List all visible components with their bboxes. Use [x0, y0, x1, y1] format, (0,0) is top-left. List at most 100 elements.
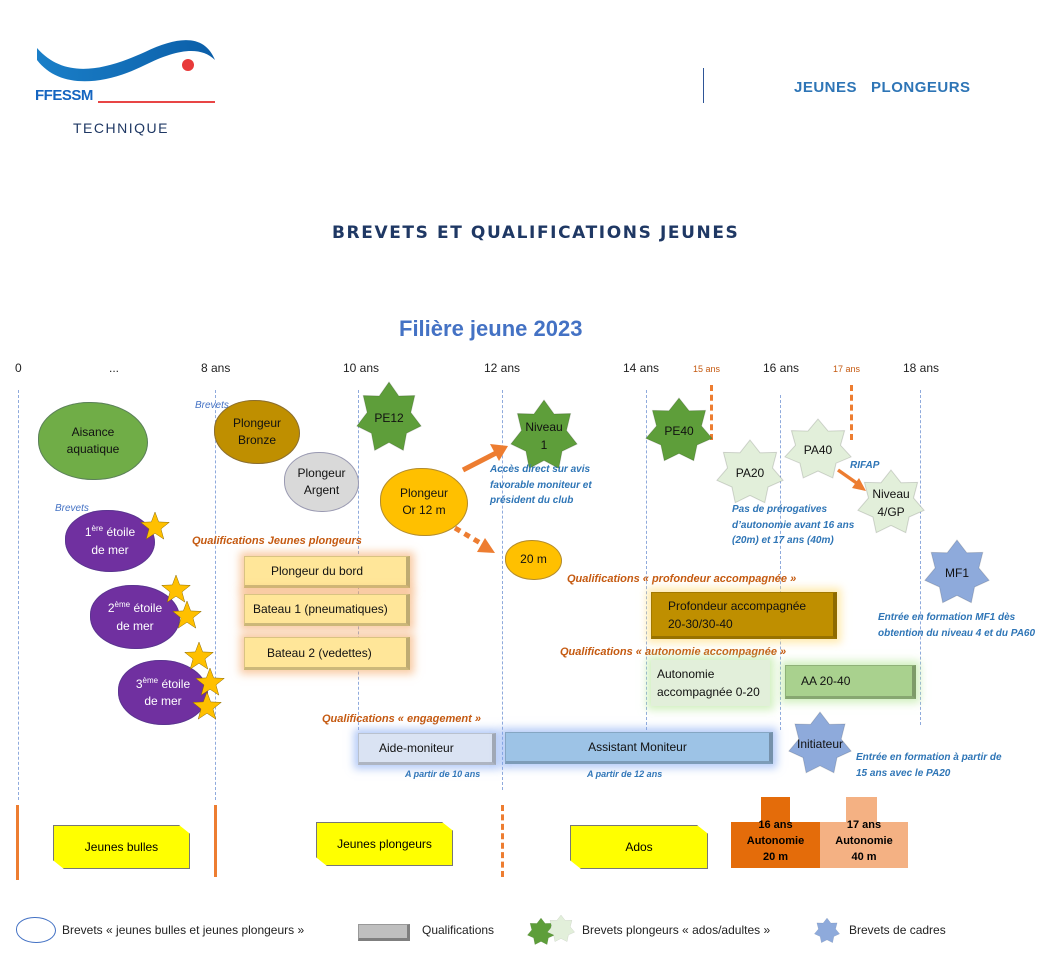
star-label: PA20 [735, 466, 765, 480]
note-rifap: RIFAP [850, 460, 880, 471]
tick-17: 17 ans [833, 364, 861, 374]
star-shape [645, 397, 713, 462]
box-assistant-moniteur: Assistant Moniteur [505, 732, 773, 764]
cloud-aisance-aquatique: Aisance aquatique [38, 402, 148, 480]
gold-star-icon [192, 691, 222, 722]
note-a-partir-10: A partir de 10 ans [405, 769, 481, 779]
star-label: Initiateur [796, 737, 844, 751]
phase-autonomie-17-label: 17 ans Autonomie 40 m [835, 819, 893, 863]
cloud-label: Plongeur Or 12 m [399, 485, 449, 517]
star-shape [192, 691, 222, 720]
arrow-or-to-niveau1 [461, 444, 508, 473]
legend-lightgreen-star-icon [547, 914, 575, 943]
box-aide-moniteur: Aide-moniteur [358, 733, 496, 765]
star-shape [547, 914, 575, 942]
star-shape [510, 399, 578, 470]
legend-ados: Brevets plongeurs « ados/adultes » [582, 923, 771, 937]
age-15-marker [710, 385, 713, 440]
gridline [646, 390, 647, 730]
box-bateau-1: Bateau 1 (pneumatiques) [244, 594, 410, 626]
brevets-label: Brevets [55, 503, 89, 514]
star-shape [814, 917, 840, 943]
star-shape [784, 418, 852, 479]
star-pe12: PE12 [356, 381, 422, 454]
gridline [18, 390, 19, 800]
tick-8: 8 ans [201, 361, 231, 375]
star-niveau-1: Niveau 1 [510, 399, 578, 472]
phase-jeunes-plongeurs: Jeunes plongeurs [316, 822, 453, 866]
box-profondeur-accompagnee: Profondeur accompagnée 20-30/30-40 [651, 592, 837, 639]
cloud-plongeur-bronze: Plongeur Bronze [214, 400, 300, 464]
star-shape [356, 381, 422, 452]
ffessm-logo: FFESSM TECHNIQUE [35, 30, 220, 140]
tick-15: 15 ans [693, 364, 721, 374]
star-label: PE40 [664, 424, 694, 438]
star-shape [184, 641, 214, 670]
phase-label: Jeunes bulles [84, 840, 159, 854]
phase-jeunes-bulles: Jeunes bulles [53, 825, 190, 869]
phase-divider [214, 805, 217, 877]
tick-dots: ... [109, 361, 120, 375]
star-pa20: PA20 [716, 439, 784, 506]
section-title: JEUNES PLONGEURS [794, 79, 971, 96]
tick-18: 18 ans [903, 361, 940, 375]
star-shape [716, 439, 784, 504]
age-17-marker [850, 385, 853, 440]
header-divider [703, 68, 704, 103]
tick-12: 12 ans [484, 361, 521, 375]
star-niveau-4-gp: Niveau 4/GP [857, 469, 925, 536]
page-title: BREVETS ET QUALIFICATIONS JEUNES [332, 223, 740, 243]
note-initiateur: Entrée en formation à partir de 15 ans a… [856, 752, 1002, 779]
legend-cloud-icon [16, 917, 56, 943]
star-pa40: PA40 [784, 418, 852, 481]
cloud-plongeur-argent: Plongeur Argent [284, 452, 359, 512]
gridline [780, 395, 781, 730]
phase-ados: Ados [570, 825, 708, 869]
tick-10: 10 ans [343, 361, 380, 375]
gold-star-icon [172, 600, 202, 631]
note-a-partir-12: A partir de 12 ans [587, 769, 663, 779]
gridline [502, 390, 503, 790]
note-prerogatives: Pas de prérogatives d’autonomie avant 16… [732, 504, 855, 546]
star-label: PA40 [803, 443, 833, 457]
star-shape [857, 469, 925, 534]
box-bateau-2: Bateau 2 (vedettes) [244, 637, 410, 670]
note-mf1: Entrée en formation MF1 dès obtention du… [878, 612, 1036, 639]
star-mf1: MF1 [924, 539, 990, 606]
star-label: MF1 [945, 566, 969, 580]
star-shape [161, 574, 191, 603]
arrow-pa40-to-niveau4 [836, 468, 866, 491]
legend-qualif-icon [358, 924, 410, 941]
cloud-label: 20 m [520, 552, 547, 567]
logo-subtitle: TECHNIQUE [73, 120, 169, 136]
cloud-label: Plongeur Argent [297, 465, 346, 497]
box-aa-20-40: AA 20-40 [785, 665, 916, 699]
phase-divider [501, 805, 504, 877]
brevets-label: Brevets [195, 400, 229, 411]
star-shape [924, 539, 990, 604]
star-shape [172, 600, 202, 629]
star-shape [140, 511, 170, 540]
logo-text: FFESSM [35, 87, 93, 104]
cloud-20m: 20 m [505, 540, 562, 580]
qualif-jeunes-title: Qualifications Jeunes plongeurs [192, 535, 362, 547]
legend-clouds: Brevets « jeunes bulles et jeunes plonge… [62, 923, 305, 937]
gridline [920, 390, 921, 725]
star-pe40: PE40 [645, 397, 713, 464]
diagram-title: Filière jeune 2023 [399, 316, 583, 341]
qualif-engagement-title: Qualifications « engagement » [322, 713, 481, 725]
star-initiateur: Initiateur [788, 711, 852, 776]
cloud-label: Aisance aquatique [66, 424, 120, 456]
legend-qualifications: Qualifications [422, 923, 495, 937]
phase-label: Ados [625, 840, 653, 854]
phase-divider [16, 805, 19, 880]
gold-star-icon [140, 511, 170, 542]
box-autonomie-accompagnee-0-20: Autonomie accompagnée 0-20 [651, 660, 770, 706]
tick-14: 14 ans [623, 361, 660, 375]
legend-cadres: Brevets de cadres [849, 923, 946, 937]
gold-star-icon [184, 641, 214, 672]
